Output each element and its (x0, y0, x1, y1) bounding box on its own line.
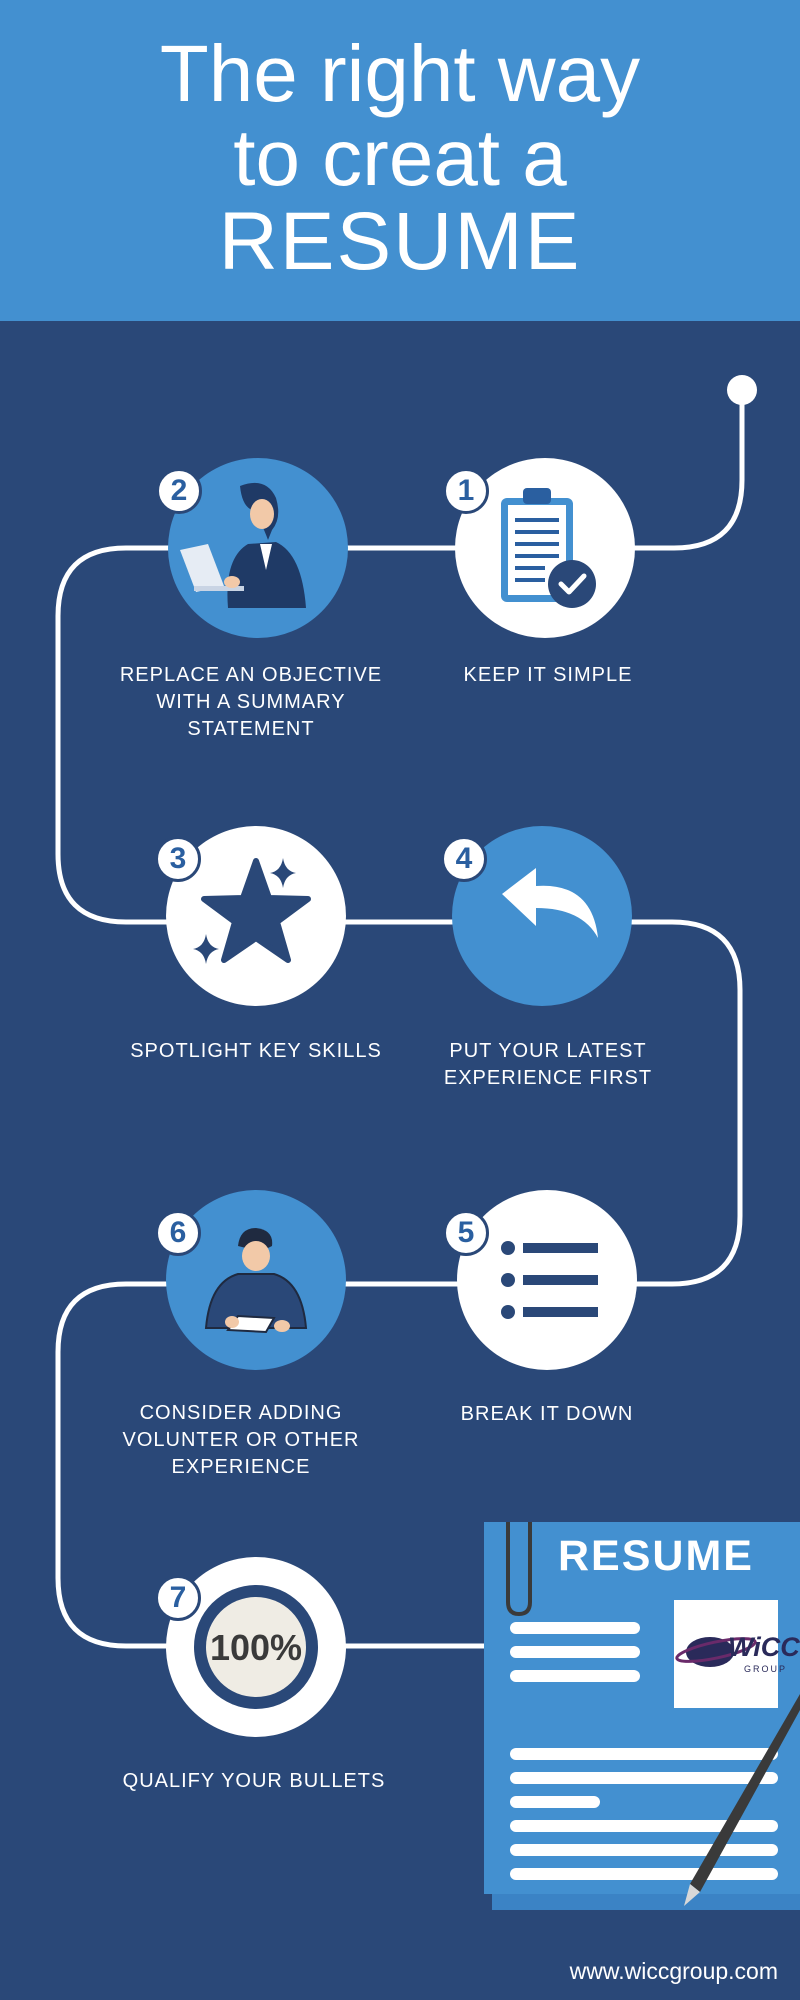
step-5-circle (457, 1190, 637, 1370)
man-writing-icon (204, 1228, 308, 1334)
resume-document-illustration: RESUME WiCC GROUP (484, 1522, 800, 1910)
step-3-number: 3 (155, 836, 201, 882)
logo-text: WiCC (728, 1632, 800, 1662)
bullet-list-icon (501, 1241, 598, 1319)
step-4-number: 4 (441, 836, 487, 882)
star-sparkle-icon (193, 858, 311, 964)
step-4-label: PUT YOUR LATEST EXPERIENCE FIRST (443, 1040, 653, 1089)
step-2-number: 2 (156, 468, 202, 514)
title-line-2: to creat a (233, 113, 567, 202)
step-1-label: KEEP IT SIMPLE (463, 664, 633, 686)
title-line-3: RESUME (218, 196, 582, 287)
step-7-number: 7 (155, 1575, 201, 1621)
path-start-dot (727, 375, 757, 405)
woman-laptop-icon (180, 482, 306, 608)
header-banner: The right way to creat a RESUME (0, 0, 800, 321)
step-5-label: BREAK IT DOWN (460, 1403, 634, 1425)
step-6-number: 6 (155, 1210, 201, 1256)
step-6-label: CONSIDER ADDING VOLUNTER OR OTHER EXPERI… (122, 1402, 360, 1478)
step-2-label: REPLACE AN OBJECTIVE WITH A SUMMARY STAT… (119, 664, 383, 740)
step-5-number: 5 (443, 1210, 489, 1256)
footer-website-link[interactable]: www.wiccgroup.com (569, 1958, 778, 1984)
step-7-label: QUALIFY YOUR BULLETS (122, 1770, 386, 1792)
step-3-label: SPOTLIGHT KEY SKILLS (130, 1040, 382, 1062)
percent-100-icon: 100% (194, 1585, 318, 1709)
resume-heading: RESUME (558, 1532, 754, 1580)
curved-arrow-icon (502, 868, 598, 938)
percent-value: 100% (210, 1627, 302, 1668)
step-1-number: 1 (443, 468, 489, 514)
clipboard-check-icon (501, 488, 596, 608)
logo-subtext: GROUP (744, 1664, 787, 1674)
title-line-1: The right way (159, 29, 641, 118)
